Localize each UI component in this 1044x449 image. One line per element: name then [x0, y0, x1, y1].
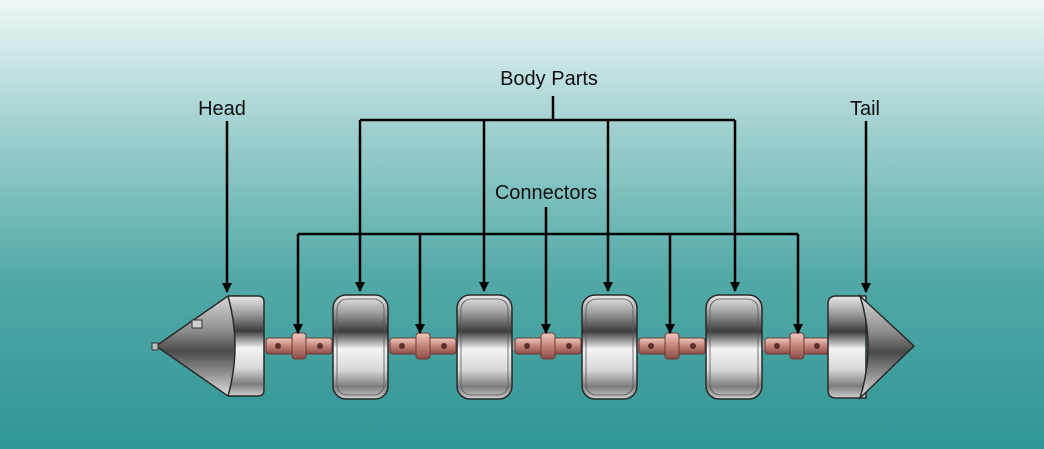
body-parts-pointer [355, 96, 740, 292]
head-label: Head [198, 98, 246, 120]
body-part-1 [332, 294, 389, 400]
body-part-4 [705, 294, 763, 400]
body-parts-label: Body Parts [500, 68, 598, 90]
head-module [151, 295, 265, 397]
connectors-pointer [293, 207, 803, 334]
body-part-3 [581, 294, 638, 400]
connector-2 [389, 332, 457, 360]
connector-4 [638, 332, 706, 360]
connector-5 [764, 332, 830, 360]
tail-module [827, 293, 916, 401]
connectors-label: Connectors [494, 182, 598, 204]
connector-1 [265, 332, 333, 360]
tail-label: Tail [849, 98, 881, 120]
connector-3 [514, 332, 582, 360]
body-part-2 [456, 294, 513, 400]
